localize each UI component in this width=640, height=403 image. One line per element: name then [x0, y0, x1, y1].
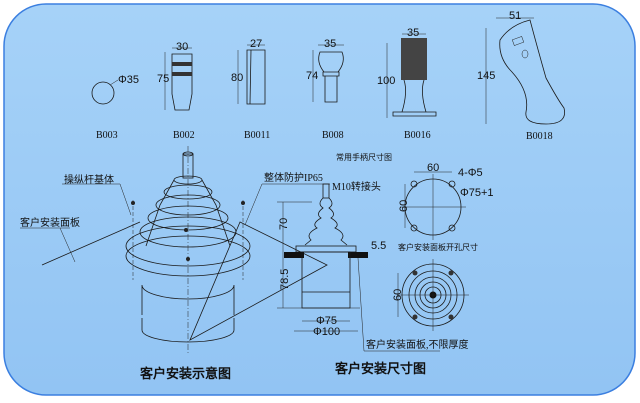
handle-b008: 35 74 B008 [306, 38, 344, 141]
install-dimensions-title: 客户安装尺寸图 [335, 361, 426, 377]
handles-items-2-model: B0011 [244, 130, 270, 141]
handles-caption: 常用手柄尺寸图 [336, 152, 392, 162]
handles-items-2-dims-1: 80 [231, 72, 243, 84]
handles-items-4-dims-0: 35 [407, 27, 419, 39]
handles-items-3-dims-1: 74 [306, 70, 318, 82]
handles-items-5-dims-0: 51 [509, 10, 521, 22]
install_dimensions-panel_note: 客户安装面板,不限厚度 [366, 338, 469, 351]
install-schematic: 操纵杆基体 整体防护IP65 客户安装面板 [20, 146, 330, 355]
cutout-hole_dia: Φ75+1 [460, 187, 494, 199]
handles-items-5-dims-1: 145 [477, 70, 495, 82]
handles-items-4-model: B0016 [404, 130, 431, 141]
cutout-holes: 4-Φ5 [458, 167, 483, 179]
handles-items-3-model: B008 [322, 130, 344, 141]
handles-items-5-model: B0018 [526, 131, 553, 142]
install-dimensions: M10转接头 70 78.5 5.5 Φ75 Φ100 客户安装面板,不限厚度 [277, 180, 469, 352]
cutout-hole_spacing_v: 60 [398, 200, 410, 212]
install_dimensions-height_top: 70 [278, 218, 290, 230]
handles-items-4-dims-1: 100 [377, 75, 395, 87]
handle-b0011: 27 80 B0011 [231, 38, 270, 141]
handles-items-1-dims-1: 75 [157, 73, 169, 85]
handles-items-0-dims-0: Φ35 [118, 74, 139, 86]
handles-items-0-model: B003 [96, 130, 118, 141]
cutout-caption: 客户安装面板开孔尺寸 [398, 242, 478, 252]
handles-items-1-dims-0: 30 [176, 41, 188, 53]
handles-items-3-dims-0: 35 [324, 38, 336, 50]
install_dimensions-height_bottom: 78.5 [279, 269, 291, 290]
install_dimensions-flange: 5.5 [371, 240, 386, 252]
handle-b002: 30 75 B002 [157, 41, 195, 141]
handles-items-2-dims-0: 27 [250, 38, 262, 50]
install-schematic-title: 客户安装示意图 [140, 366, 231, 382]
cutout-hole_spacing_h: 60 [427, 162, 439, 174]
install_dimensions-adapter: M10转接头 [332, 180, 381, 193]
install_dimensions-dia_inner: Φ75 [316, 315, 337, 327]
install_dimensions-dia_outer: Φ100 [313, 326, 340, 338]
panel-cutout: 60 4-Φ5 Φ75+1 60 客户安装面板开孔尺寸 60 [392, 162, 494, 331]
label-panel: 客户安装面板 [20, 216, 80, 229]
background-panel [3, 3, 636, 396]
handle-b0018: 51 145 B0018 [477, 10, 565, 142]
handle-b003: Φ35 B003 [91, 74, 139, 141]
cutout-bottom_spacing: 60 [392, 289, 404, 301]
label-ip65: 整体防护IP65 [264, 171, 323, 184]
label-joystick-base: 操纵杆基体 [64, 173, 114, 186]
handles-items-1-model: B002 [173, 130, 195, 141]
handle-b0016: 35 100 B0016 [377, 27, 437, 141]
